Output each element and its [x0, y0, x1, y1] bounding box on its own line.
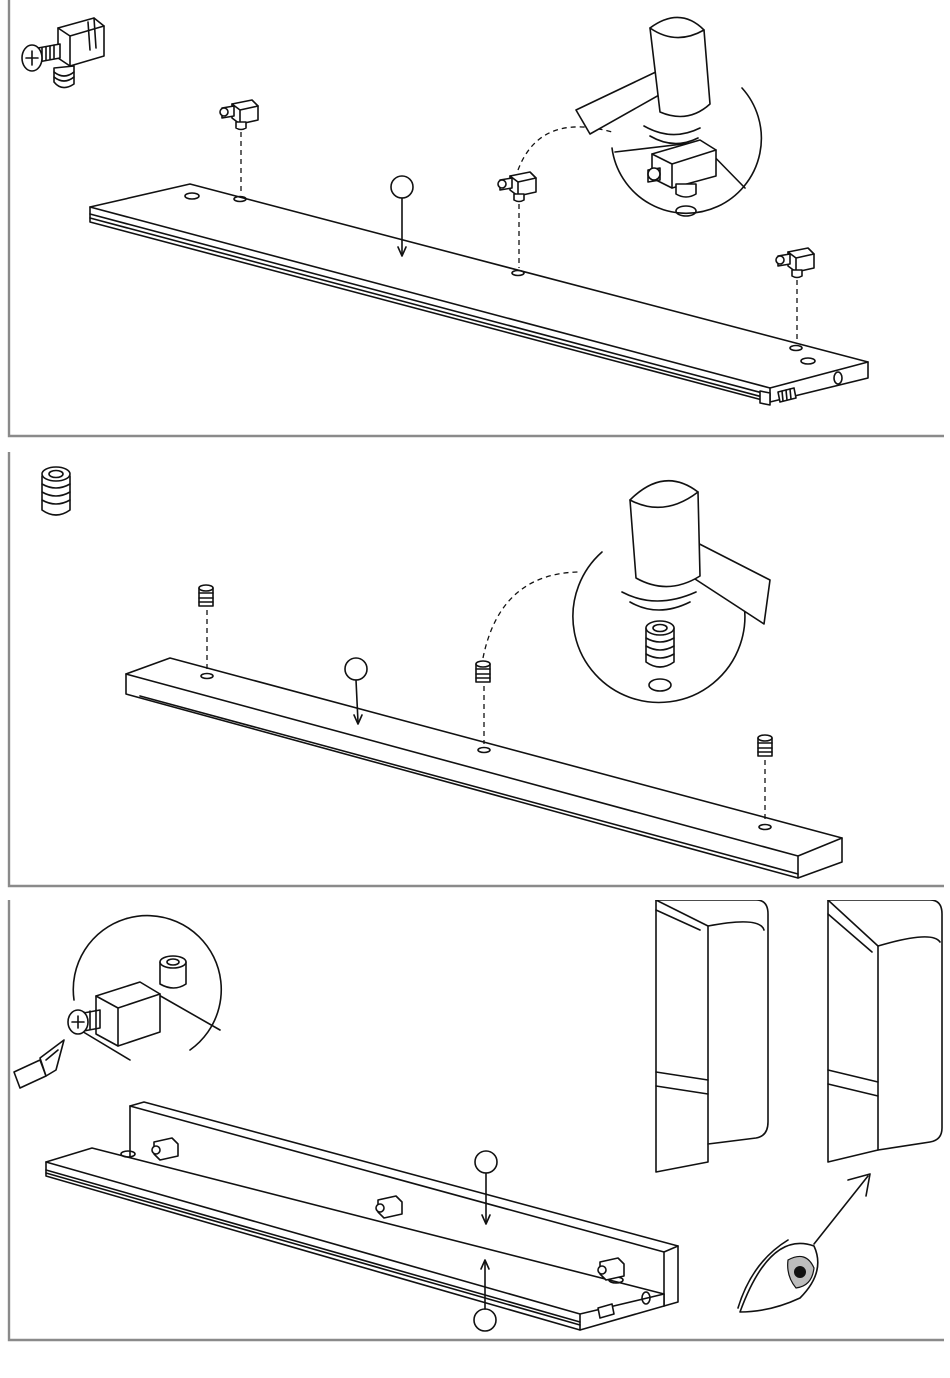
cabinet-front-view-left	[656, 900, 768, 1172]
step-panel-2	[0, 452, 950, 890]
dowel-insert-part	[476, 572, 578, 744]
cabinet-front-view-right	[828, 900, 942, 1162]
shelf-board	[90, 184, 868, 405]
step-2-illustration	[0, 452, 950, 890]
cam-lock-part	[498, 127, 612, 268]
dowel-insert-part	[758, 735, 772, 820]
dowel-insert-part	[199, 585, 213, 670]
step-panel-1	[0, 0, 950, 440]
cam-lock-part	[776, 248, 814, 343]
step-panel-3	[0, 900, 950, 1344]
screw-detail	[68, 916, 221, 1060]
cam-lock-part	[376, 1196, 402, 1218]
screwdriver-icon	[14, 1040, 64, 1088]
step-3-illustration	[0, 900, 950, 1344]
step-1-illustration	[0, 0, 950, 440]
cam-lock-part	[220, 100, 258, 194]
cabinet-assembly	[46, 1102, 678, 1330]
hammer-icon	[576, 17, 710, 134]
view-direction-arrow	[814, 1174, 870, 1244]
cam-lock-part	[152, 1138, 178, 1160]
dowel-insert-icon	[42, 467, 70, 515]
cam-lock-part	[598, 1258, 624, 1280]
hammer-icon	[630, 481, 770, 624]
eye-icon	[738, 1240, 818, 1312]
cam-lock-icon	[22, 18, 104, 88]
